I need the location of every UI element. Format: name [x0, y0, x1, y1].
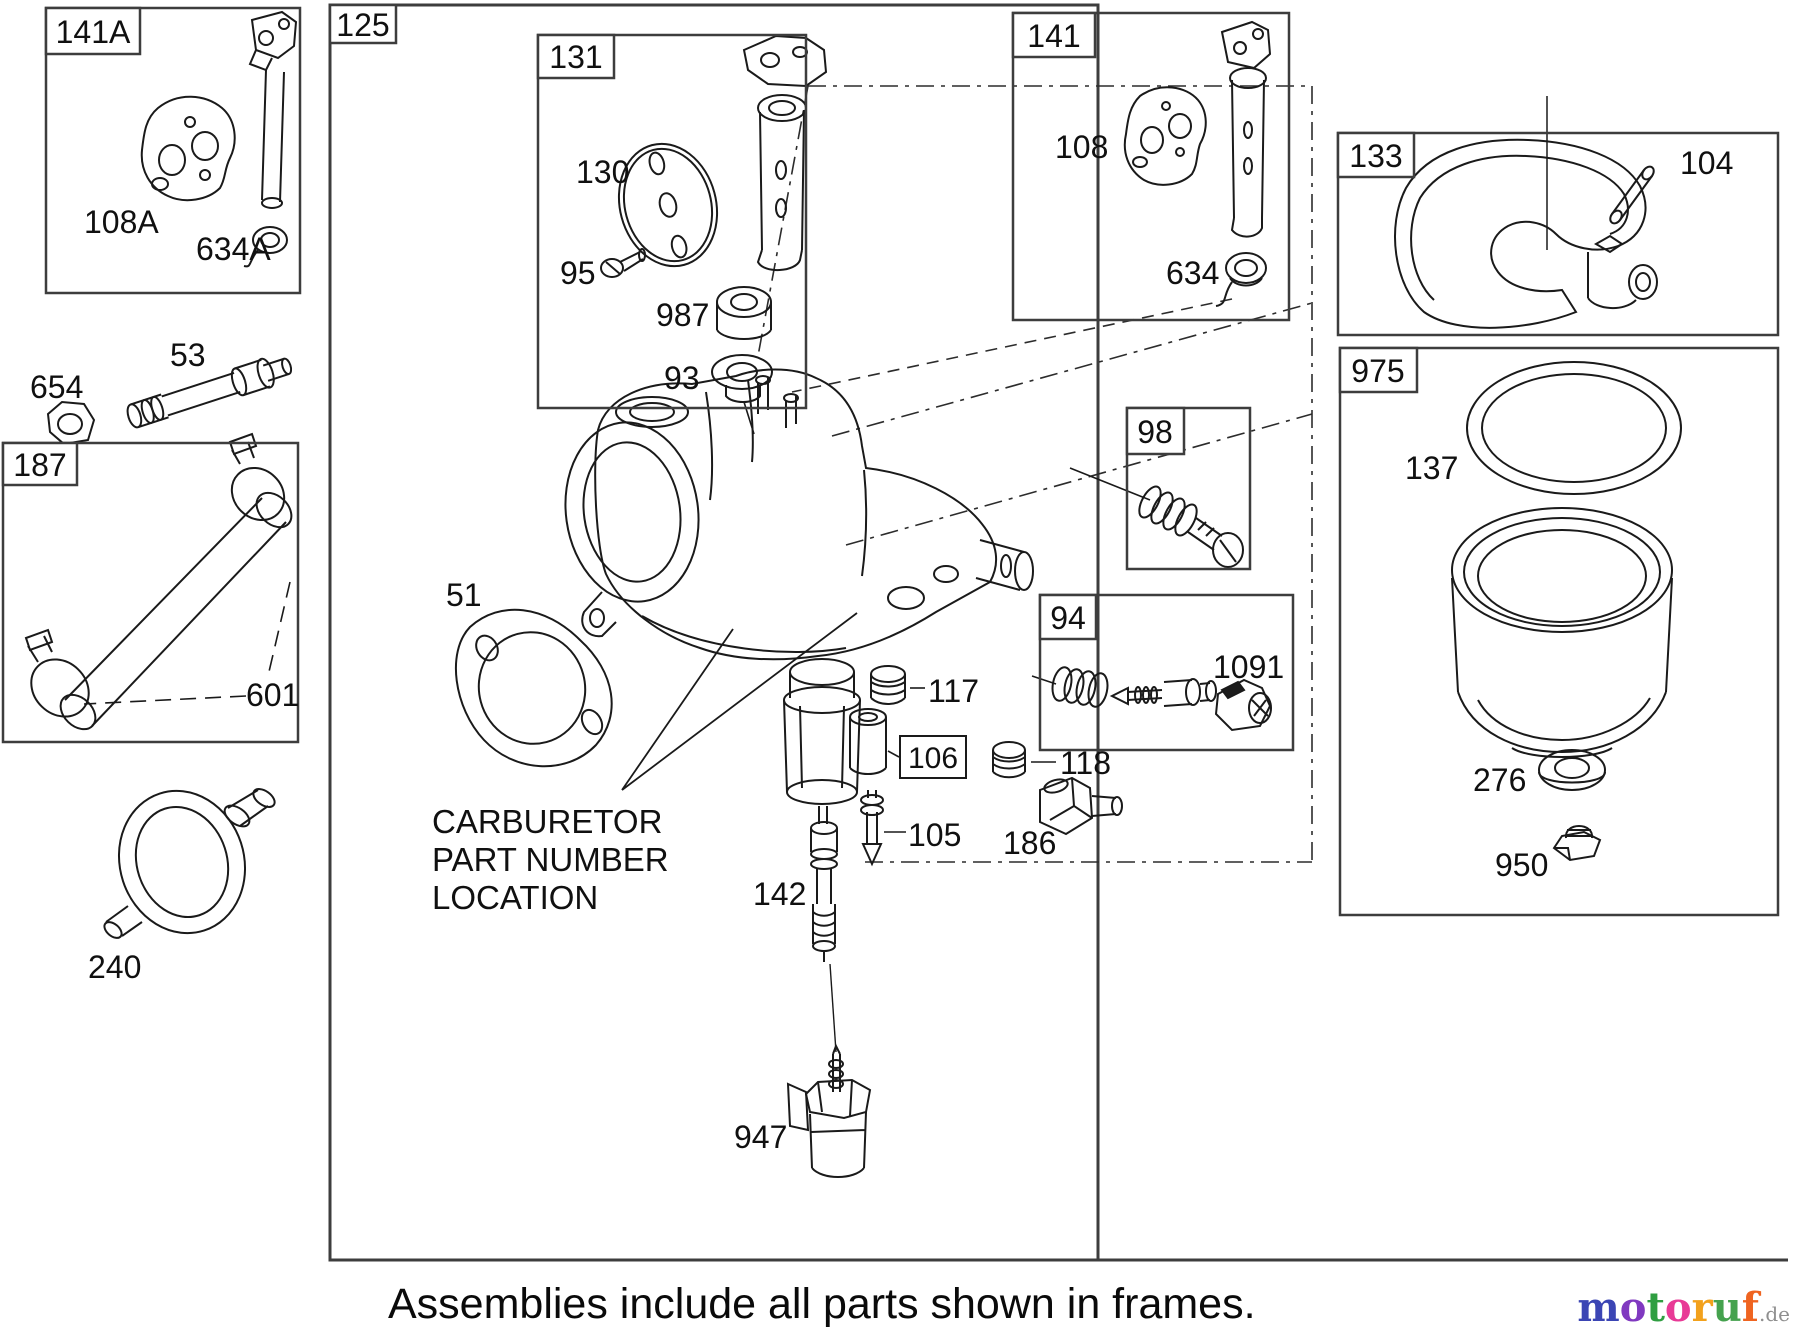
frame-label-98: 98 — [1137, 414, 1173, 450]
part-fuel-line-601 — [24, 432, 293, 731]
label-634: 634 — [1166, 255, 1219, 291]
part-gasket-108a — [140, 95, 236, 202]
frame-94-content — [1031, 666, 1272, 732]
part-main-jet-tower — [783, 658, 861, 824]
part-spacer-987 — [716, 286, 772, 340]
part-plug-118 — [992, 741, 1026, 779]
footer-caption: Assemblies include all parts shown in fr… — [388, 1280, 1256, 1328]
label-130: 130 — [576, 154, 629, 190]
frame-94-border — [1038, 593, 1295, 752]
frame-label-125: 125 — [336, 7, 389, 43]
part-oring-137 — [1466, 361, 1682, 495]
label-105: 105 — [908, 817, 961, 853]
annotation-carburetor-line3: LOCATION — [432, 879, 598, 916]
frame-141-border — [1011, 11, 1291, 322]
part-nut-654 — [46, 400, 96, 446]
part-gasket-108 — [1123, 86, 1207, 186]
frame-label-141a: 141A — [56, 14, 131, 50]
part-lever-shaft-141a — [248, 10, 298, 209]
label-654: 654 — [30, 369, 83, 405]
frame-131-border — [536, 33, 808, 410]
frame-98-content — [1069, 467, 1244, 568]
part-choke-shaft-141 — [1220, 20, 1272, 238]
label-142: 142 — [753, 876, 806, 912]
label-1091: 1091 — [1213, 649, 1284, 685]
frame-133-border — [1336, 131, 1780, 337]
part-float-133 — [1394, 138, 1658, 329]
label-601: 601 — [246, 677, 299, 713]
label-104: 104 — [1680, 145, 1733, 181]
part-washer-276 — [1538, 749, 1606, 791]
leader-line-601 — [83, 581, 291, 705]
label-634a: 634A — [196, 231, 271, 267]
frame-label-94: 94 — [1050, 600, 1086, 636]
frame-141a-border — [44, 6, 302, 295]
part-throttle-shaft-131 — [742, 34, 828, 271]
part-fuel-solenoid-947 — [786, 963, 872, 1178]
label-950: 950 — [1495, 847, 1548, 883]
part-spring-634a — [243, 226, 288, 268]
frame-98-border — [1125, 406, 1252, 571]
annotation-carburetor-line2: PART NUMBER — [432, 841, 669, 878]
frame-label-boxes — [1, 3, 1419, 779]
label-118: 118 — [1060, 745, 1111, 781]
annotation-carburetor-line1: CARBURETOR — [432, 803, 662, 840]
part-cup-106 — [849, 708, 887, 775]
part-fuel-filter-240 — [103, 788, 276, 939]
part-spring-634 — [1215, 252, 1267, 307]
sub-frame-borders — [1, 6, 1780, 917]
part-screw-95 — [600, 248, 646, 278]
assembly-boundary-dashed-lines — [757, 85, 1313, 863]
part-plug-117 — [870, 665, 906, 705]
label-box-106 — [899, 735, 967, 779]
frame-label-133: 133 — [1349, 138, 1402, 174]
label-240: 240 — [88, 949, 141, 985]
label-987: 987 — [656, 297, 709, 333]
watermark-logo: motoruf.de — [1577, 1284, 1790, 1331]
watermark-suffix: .de — [1759, 1302, 1790, 1326]
part-fuel-bowl — [1451, 507, 1673, 758]
part-bolt-950 — [1552, 825, 1602, 862]
leader-lines-carburetor-location — [621, 612, 858, 791]
label-947: 947 — [734, 1119, 787, 1155]
part-emulsion-tube-142 — [810, 821, 838, 962]
leader-line-106 — [887, 750, 900, 758]
label-93: 93 — [664, 360, 700, 396]
frame-187-border — [1, 441, 300, 744]
part-gasket-51 — [454, 608, 613, 768]
label-186: 186 — [1003, 825, 1056, 861]
part-carburetor-body — [564, 368, 1034, 661]
part-throttle-plate-130 — [617, 142, 719, 268]
part-hinge-pin-104 — [1609, 165, 1655, 225]
frame-label-131: 131 — [549, 39, 602, 75]
frame-label-975: 975 — [1351, 353, 1404, 389]
label-95: 95 — [560, 255, 596, 291]
label-51: 51 — [446, 577, 482, 613]
frame-label-187: 187 — [13, 447, 66, 483]
watermark-logo-text: motoruf — [1577, 1284, 1759, 1331]
frame-975-border — [1338, 346, 1780, 917]
part-needle-105 — [860, 790, 884, 867]
label-53: 53 — [170, 337, 206, 373]
part-seal-93 — [711, 354, 773, 403]
label-276: 276 — [1473, 762, 1526, 798]
label-108a: 108A — [84, 204, 159, 240]
label-108: 108 — [1055, 129, 1108, 165]
label-106: 106 — [908, 742, 958, 775]
part-bolt-53 — [126, 357, 293, 429]
label-137: 137 — [1405, 450, 1458, 486]
part-elbow-fitting-186 — [1039, 776, 1123, 836]
frame-label-141: 141 — [1027, 18, 1080, 54]
label-117: 117 — [928, 673, 979, 709]
frame-125-border — [328, 3, 1788, 1262]
